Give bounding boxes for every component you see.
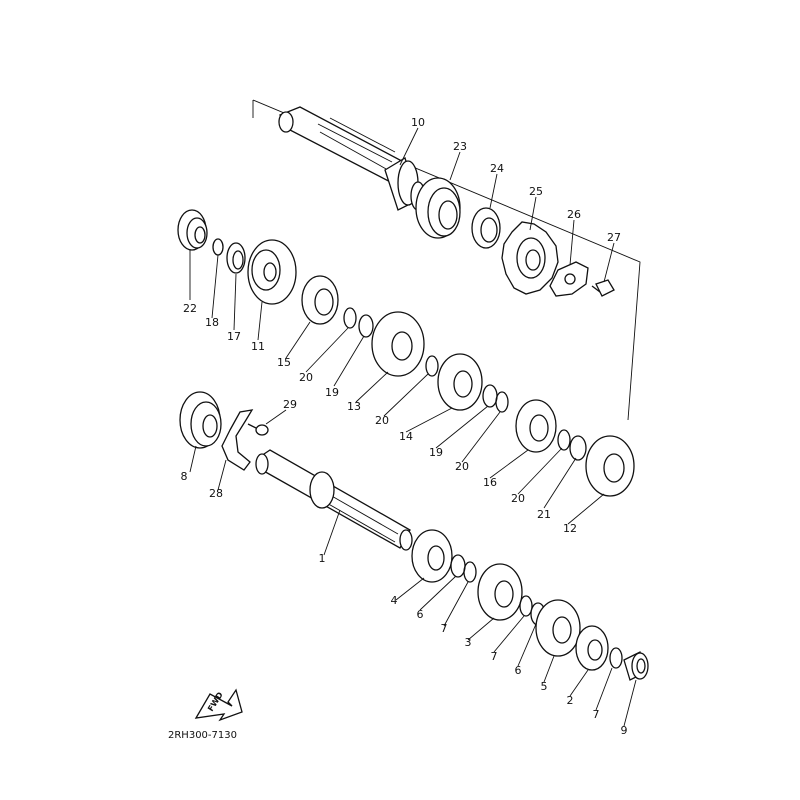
callout: 25 — [529, 185, 543, 198]
gear-11 — [247, 239, 297, 305]
washer-19a — [358, 314, 374, 338]
callout: 12 — [563, 522, 577, 535]
circlip-7c — [609, 647, 623, 669]
callout: 23 — [453, 140, 467, 153]
callout: 8 — [181, 470, 188, 483]
callout: 19 — [325, 386, 339, 399]
callout: 20 — [455, 460, 469, 473]
bearing-8 — [179, 391, 222, 449]
callout: 28 — [209, 487, 223, 500]
gear-5 — [535, 599, 581, 657]
gear-16 — [515, 399, 557, 453]
washer-17 — [226, 242, 246, 274]
needle-bearing-9 — [623, 651, 649, 681]
callout: 7 — [593, 708, 600, 721]
gear-4 — [411, 529, 453, 583]
gear-13 — [371, 311, 425, 377]
callout: 26 — [567, 208, 581, 221]
callout: 7 — [441, 622, 448, 635]
main-axle — [278, 106, 426, 211]
callout: 3 — [465, 636, 472, 649]
document-code: 2RH300-7130 — [168, 730, 237, 741]
circlip-18 — [212, 238, 224, 256]
circlip-20b — [425, 355, 439, 377]
callout: 10 — [411, 116, 425, 129]
gear-2 — [575, 625, 609, 671]
drive-axle — [255, 449, 413, 551]
callout: 18 — [205, 316, 219, 329]
bearing-22 — [177, 209, 208, 251]
callout: 2 — [567, 694, 574, 707]
washer-21 — [569, 435, 587, 461]
circlip-20c — [495, 391, 509, 413]
circlip-7a — [463, 561, 477, 583]
gear-14 — [437, 353, 483, 411]
circlip-20a — [343, 307, 357, 329]
callout: 19 — [429, 446, 443, 459]
drive-sprocket-25 — [501, 221, 559, 295]
bearing-23 — [415, 177, 461, 239]
screw-29 — [247, 423, 269, 436]
callout: 16 — [483, 476, 497, 489]
circlip-20d — [557, 429, 571, 451]
callout: 4 — [391, 594, 398, 607]
callout: 6 — [417, 608, 424, 621]
callout: 14 — [399, 430, 413, 443]
callout: 5 — [541, 680, 548, 693]
callout: 17 — [227, 330, 241, 343]
oil-seal-24 — [471, 207, 501, 249]
washer-6a — [450, 554, 466, 578]
lock-washer-26 — [549, 261, 589, 297]
callout: 7 — [491, 650, 498, 663]
circlip-7b — [519, 595, 533, 617]
forward-direction-arrow: FWD — [194, 688, 243, 722]
callout: 11 — [251, 340, 265, 353]
callout: 15 — [277, 356, 291, 369]
gear-12 — [585, 435, 635, 497]
callout-labels: 10 23 24 25 26 27 22 18 17 11 15 20 19 1… — [181, 116, 628, 737]
callout: 6 — [515, 664, 522, 677]
leader-lines — [189, 127, 637, 727]
bearing-retainer-28 — [221, 409, 254, 471]
callout: 20 — [511, 492, 525, 505]
callout: 13 — [347, 400, 361, 413]
washer-19b — [482, 384, 498, 408]
callout: 29 — [283, 398, 297, 411]
callout: 27 — [607, 231, 621, 244]
callout: 1 — [319, 552, 326, 565]
callout: 9 — [621, 724, 628, 737]
gear-15 — [301, 275, 339, 325]
callout: 21 — [537, 508, 551, 521]
callout: 24 — [490, 162, 504, 175]
callout: 20 — [375, 414, 389, 427]
callout: 22 — [183, 302, 197, 315]
callout: 20 — [299, 371, 313, 384]
bolt-27 — [591, 279, 615, 297]
gear-3 — [477, 563, 523, 621]
